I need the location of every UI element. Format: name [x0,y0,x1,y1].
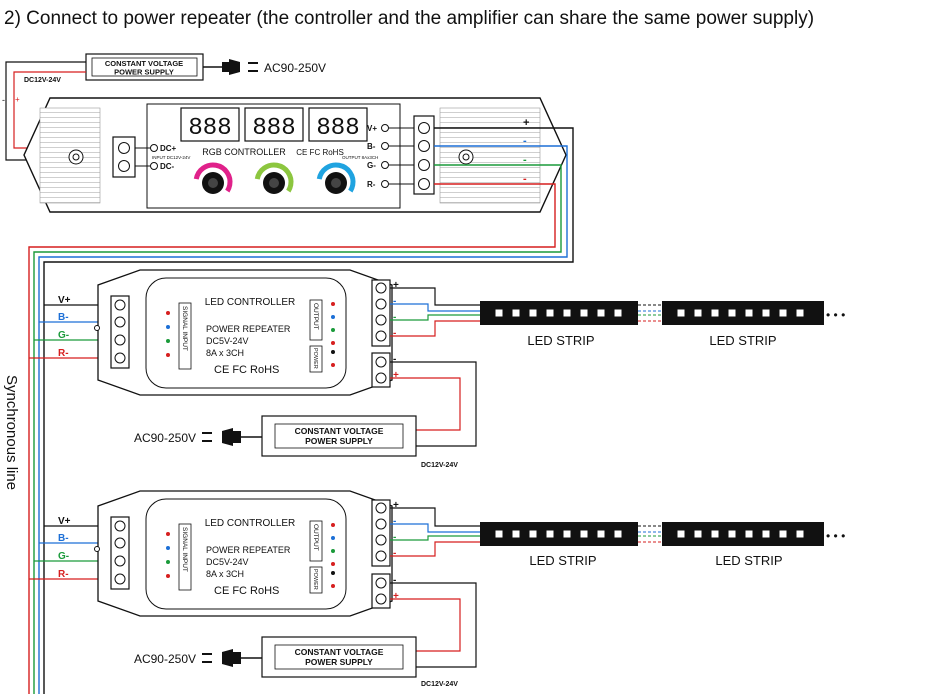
out-sign-r: - [523,173,527,185]
r2-in-g: G- [58,551,69,562]
knob-blue-icon[interactable] [316,162,356,202]
r2-cert: CE FC RoHS [214,585,279,597]
r1-current: 8A x 3CH [206,348,244,358]
r1-in-g: G- [58,330,69,341]
r1-out-g: - [393,312,396,323]
out-sign-g: - [523,154,527,166]
ac-plug-icon-1 [233,431,241,443]
out-sign-b: - [523,135,527,147]
rgb-controller: 888 888 888 RGB CONTROLLER CE FC RoHS DC… [23,97,567,213]
strip-label-1a: LED STRIP [527,333,594,348]
diagram-heading: 2) Connect to power repeater (the contro… [4,8,814,29]
display-3: 888 [316,115,359,142]
out-sign-plus: + [523,117,529,129]
r1-name: POWER REPEATER [206,324,291,334]
out-label-v: V+ [367,124,377,133]
psu2-label1: CONSTANT VOLTAGE [295,647,384,657]
display-2: 888 [252,115,295,142]
r2-voltage: DC5V-24V [206,557,249,567]
psu1-ac: AC90-250V [134,431,196,445]
led-strip-1a [480,301,638,325]
top-psu-plus: + [15,95,20,104]
r1-pwr-minus: - [393,354,396,365]
strip-label-2b: LED STRIP [715,553,782,568]
r2-pwr-minus: - [393,575,396,586]
r2-signal-input: SIGNAL INPUT [181,527,188,572]
r2-in-b: B- [58,533,69,544]
r1-output: OUTPUT [312,303,319,330]
r2-current: 8A x 3CH [206,569,244,579]
led-strip-2a [480,522,638,546]
r2-out-plus: + [393,500,399,511]
psu1-dc: DC12V-24V [421,462,458,469]
r1-cert: CE FC RoHS [214,364,279,376]
top-psu-ac: AC90-250V [264,61,326,75]
ac-plug-icon [222,62,229,72]
r2-output: OUTPUT [312,524,319,551]
strip-label-2a: LED STRIP [529,553,596,568]
repeater-2: V+ B- G- R- LED CONTROLLER POWER REPEATE… [29,490,399,617]
knob-red-icon[interactable] [193,162,233,202]
power-supply-1: CONSTANT VOLTAGE POWER SUPPLY AC90-250V … [134,415,458,469]
input-note: INPUT DC12V-24V [152,155,190,160]
strip-ellipsis-1: • • • [826,308,845,322]
top-psu-minus: - [2,95,5,105]
r1-in-b: B- [58,312,69,323]
r1-signal-input: SIGNAL INPUT [181,306,188,351]
strip-label-1b: LED STRIP [709,333,776,348]
input-dc-minus: DC- [160,162,175,171]
output-note: OUTPUT 8Ax3CH [342,155,378,160]
r2-power: POWER [312,569,318,590]
psu2-dc: DC12V-24V [421,681,458,688]
psu1-label1: CONSTANT VOLTAGE [295,426,384,436]
controller-cert: CE FC RoHS [296,148,344,157]
power-supply-2: CONSTANT VOLTAGE POWER SUPPLY AC90-250V … [134,636,458,688]
r1-out-plus: + [393,280,399,291]
r1-title: LED CONTROLLER [205,297,296,308]
led-strip-1b [662,301,824,325]
r1-voltage: DC5V-24V [206,336,249,346]
r2-pwr-plus: + [393,591,399,602]
psu1-label2: POWER SUPPLY [305,436,373,446]
r2-in-v: V+ [58,516,71,527]
top-psu-label2: POWER SUPPLY [114,68,174,77]
out-label-r: R- [367,180,376,189]
r1-out-b: - [393,296,396,307]
led-strip-2b [662,522,824,546]
r2-out-b: - [393,516,396,527]
top-power-supply: CONSTANT VOLTAGE POWER SUPPLY AC90-250V … [2,53,326,161]
psu2-ac: AC90-250V [134,652,196,666]
out-label-b: B- [367,142,376,151]
r1-in-r: R- [58,348,69,359]
r2-title: LED CONTROLLER [205,518,296,529]
controller-name: RGB CONTROLLER [202,147,286,157]
repeater-1: V+ B- G- R- LED CONTROLLER POWER REPEATE… [29,269,399,396]
knob-green-icon[interactable] [254,162,294,202]
top-psu-dc: DC12V-24V [24,77,61,84]
r2-out-r: - [393,548,396,559]
sync-line-label: Synchronous line [3,375,20,490]
top-psu-label1: CONSTANT VOLTAGE [105,59,183,68]
ac-plug-icon-2 [233,652,241,664]
strip-ellipsis-2: • • • [826,529,845,543]
r1-out-r: - [393,328,396,339]
display-1: 888 [188,115,231,142]
r2-in-r: R- [58,569,69,580]
input-dc-plus: DC+ [160,144,177,153]
psu2-label2: POWER SUPPLY [305,657,373,667]
r2-name: POWER REPEATER [206,545,291,555]
r1-pwr-plus: + [393,370,399,381]
r2-out-g: - [393,532,396,543]
out-label-g: G- [367,161,376,170]
r1-power: POWER [312,348,318,369]
r1-in-v: V+ [58,295,71,306]
